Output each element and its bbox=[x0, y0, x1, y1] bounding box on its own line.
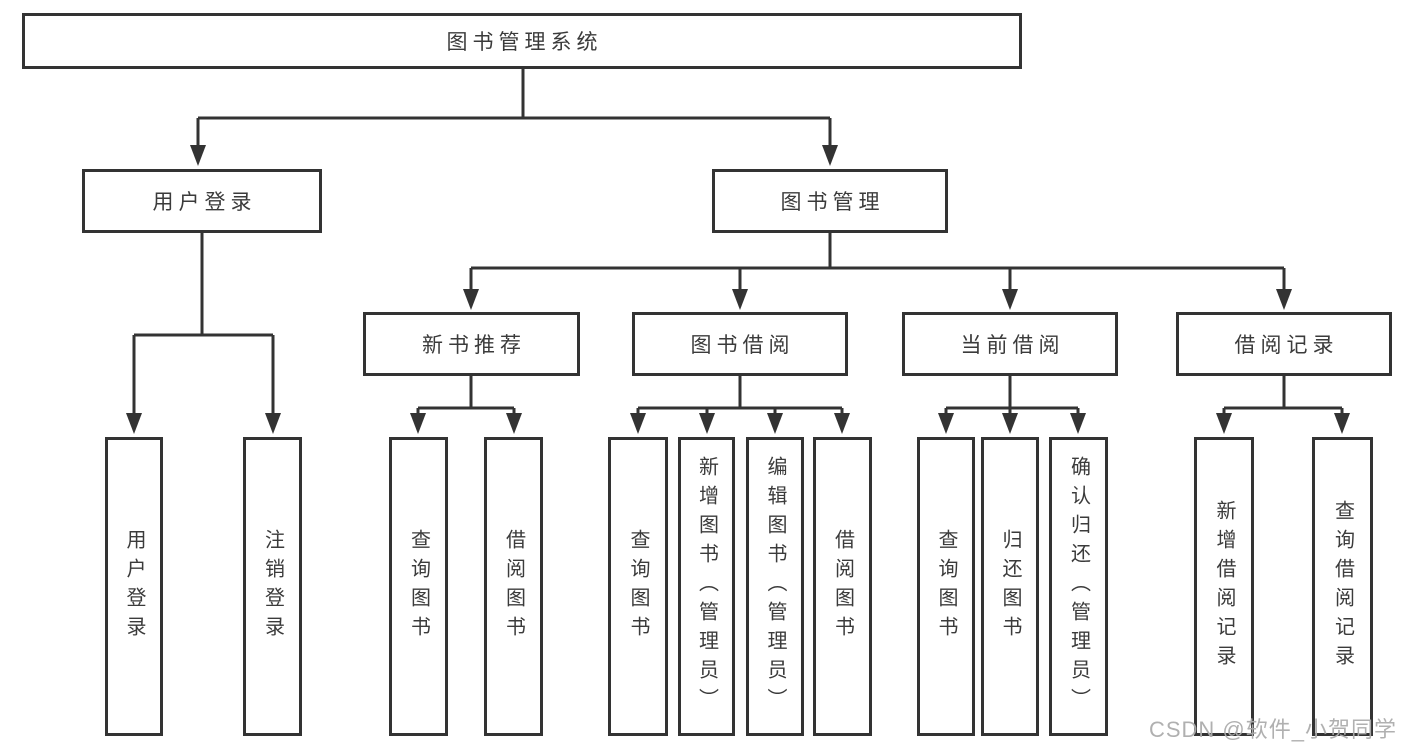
node-new-book-recommend: 新书推荐 bbox=[363, 312, 580, 376]
node-current-borrowing-label: 当前借阅 bbox=[960, 334, 1065, 357]
leaf-query-books-borrowing: 查询图书 bbox=[608, 437, 668, 736]
edge-bookmgmt-to-level3 bbox=[469, 233, 1286, 291]
edge-borrowing-to-leaves bbox=[636, 376, 844, 416]
edge-records-to-leaves bbox=[1222, 376, 1344, 416]
leaf-logout: 注销登录 bbox=[243, 437, 302, 736]
node-new-book-recommend-label: 新书推荐 bbox=[422, 334, 526, 357]
node-book-management: 图书管理 bbox=[712, 169, 948, 233]
leaf-add-books-admin-label: 新增图书（管理员） bbox=[695, 456, 718, 717]
leaf-query-books-borrowing-label: 查询图书 bbox=[627, 528, 649, 645]
node-root-label: 图书管理系统 bbox=[446, 31, 603, 54]
leaf-edit-books-admin: 编辑图书（管理员） bbox=[746, 437, 804, 736]
node-user-login: 用户登录 bbox=[82, 169, 322, 233]
node-book-borrowing-label: 图书借阅 bbox=[690, 334, 795, 357]
leaf-borrow-books-recommend-label: 借阅图书 bbox=[502, 528, 525, 645]
leaf-confirm-return-admin-label: 确认归还（管理员） bbox=[1067, 456, 1090, 717]
node-current-borrowing: 当前借阅 bbox=[902, 312, 1118, 376]
node-borrowing-records-label: 借阅记录 bbox=[1234, 334, 1339, 357]
edge-newbook-to-leaves bbox=[416, 376, 516, 416]
leaf-borrow-books-borrowing-label: 借阅图书 bbox=[831, 528, 854, 645]
leaf-edit-books-admin-label: 编辑图书（管理员） bbox=[764, 456, 786, 717]
node-book-borrowing: 图书借阅 bbox=[632, 312, 848, 376]
leaf-query-books-recommend: 查询图书 bbox=[389, 437, 448, 736]
leaf-add-borrow-record: 新增借阅记录 bbox=[1194, 437, 1254, 736]
edge-root-to-level2 bbox=[196, 69, 832, 147]
leaf-add-books-admin: 新增图书（管理员） bbox=[678, 437, 735, 736]
csdn-watermark: CSDN @软件_小贺同学 bbox=[1148, 717, 1397, 742]
leaf-query-books-current: 查询图书 bbox=[917, 437, 975, 736]
node-borrowing-records: 借阅记录 bbox=[1176, 312, 1392, 376]
leaf-confirm-return-admin: 确认归还（管理员） bbox=[1049, 437, 1108, 736]
leaf-query-books-current-label: 查询图书 bbox=[935, 528, 957, 645]
edge-userlogin-to-leaves bbox=[132, 233, 275, 416]
leaf-return-books: 归还图书 bbox=[981, 437, 1039, 736]
leaf-user-login: 用户登录 bbox=[105, 437, 163, 736]
arrowheads bbox=[126, 145, 1350, 434]
edge-current-to-leaves bbox=[944, 376, 1080, 416]
leaf-return-books-label: 归还图书 bbox=[999, 528, 1021, 645]
node-book-management-label: 图书管理 bbox=[780, 191, 885, 214]
leaf-logout-label: 注销登录 bbox=[261, 528, 284, 645]
leaf-add-borrow-record-label: 新增借阅记录 bbox=[1213, 499, 1235, 674]
leaf-borrow-books-recommend: 借阅图书 bbox=[484, 437, 543, 736]
leaf-borrow-books-borrowing: 借阅图书 bbox=[813, 437, 872, 736]
node-root: 图书管理系统 bbox=[22, 13, 1022, 69]
leaf-query-borrow-record-label: 查询借阅记录 bbox=[1331, 499, 1354, 674]
node-user-login-label: 用户登录 bbox=[152, 191, 257, 214]
leaf-query-borrow-record: 查询借阅记录 bbox=[1312, 437, 1373, 736]
leaf-query-books-recommend-label: 查询图书 bbox=[407, 528, 430, 645]
leaf-user-login-label: 用户登录 bbox=[123, 528, 145, 645]
